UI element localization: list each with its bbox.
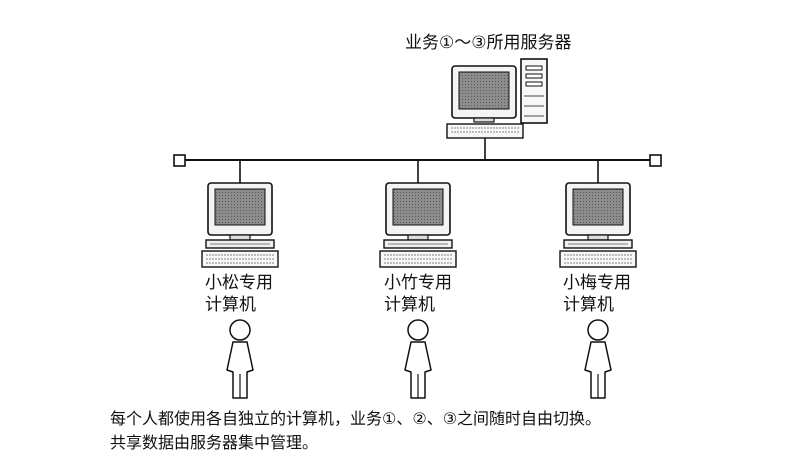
client-label-3-line2: 计算机 [563, 294, 614, 316]
caption-line-2: 共享数据由服务器集中管理。 [110, 430, 318, 456]
bus-terminator-right [650, 155, 661, 166]
user-person-icon-2 [405, 320, 431, 398]
client-computer-icon-3 [560, 183, 636, 267]
caption-line-1: 每个人都使用各自独立的计算机，业务①、②、③之间随时自由切换。 [110, 406, 601, 432]
user-person-icon-3 [585, 320, 611, 398]
user-person-icon-1 [227, 320, 253, 398]
server-label: 业务①～③所用服务器 [405, 32, 571, 54]
client-label-3-line1: 小梅专用 [563, 272, 631, 294]
client-label-1-line2: 计算机 [205, 294, 256, 316]
client-label-1-line1: 小松专用 [205, 272, 273, 294]
client-computer-icon-1 [202, 183, 278, 267]
bus-terminator-left [174, 155, 185, 166]
client-label-2-line1: 小竹专用 [384, 272, 452, 294]
server-computer-icon [447, 59, 547, 138]
client-label-2-line2: 计算机 [384, 294, 435, 316]
client-computer-icon-2 [380, 183, 456, 267]
